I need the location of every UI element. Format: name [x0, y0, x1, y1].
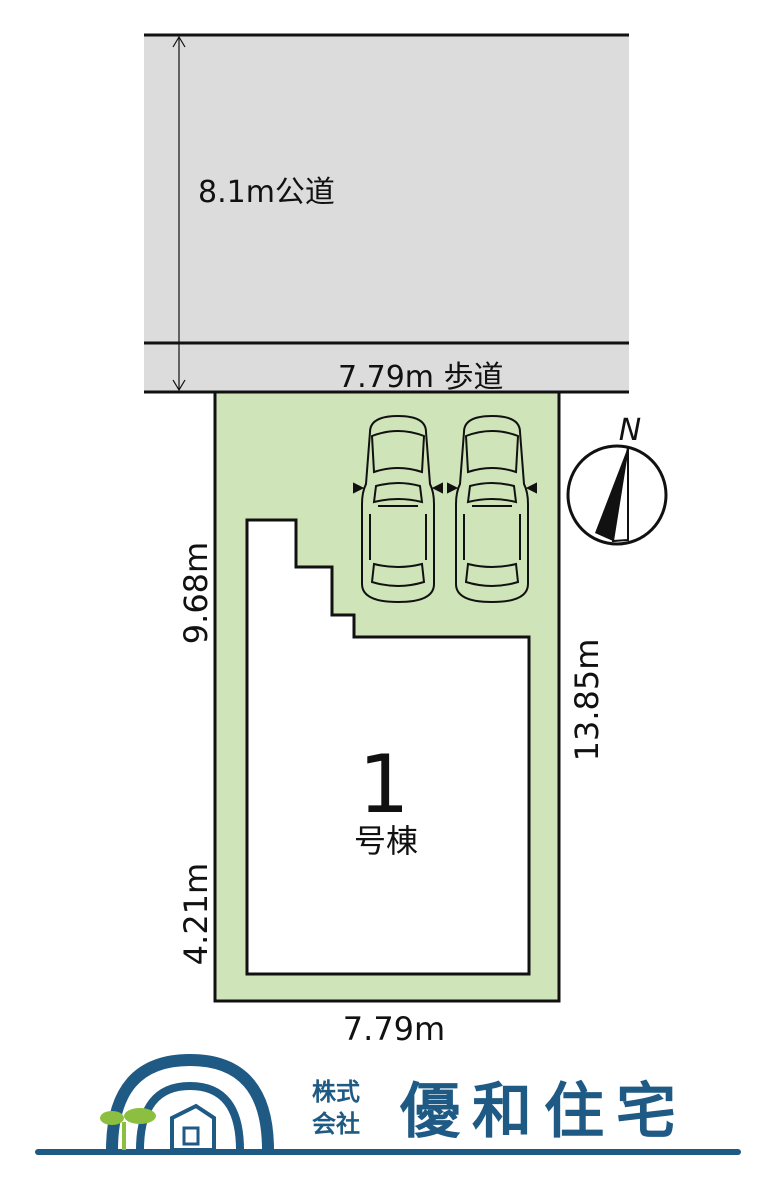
car-icon: [447, 414, 537, 604]
parking-car-right: [447, 414, 537, 604]
road-label: 8.1m公道: [198, 175, 335, 210]
road-surface: [144, 35, 629, 392]
lot: 1 号棟 9.68m 4.21m 13.85m 7.79m: [177, 390, 606, 1048]
building-label: 号棟: [354, 822, 418, 860]
compass-needle-icon: [595, 447, 628, 541]
left-lower-dimension: 4.21m: [177, 863, 215, 965]
left-upper-dimension: 9.68m: [177, 542, 215, 644]
arrow-down-icon: [172, 379, 186, 392]
company-prefix-line1: 株式: [312, 1078, 360, 1106]
house-icon: [170, 1103, 216, 1152]
company-logo: 株式 会社 優和住宅: [35, 1053, 741, 1155]
company-name: 優和住宅: [399, 1077, 688, 1147]
bottom-dimension: 7.79m: [343, 1010, 445, 1048]
parking-car-left: [353, 414, 443, 604]
company-prefix-line2: 会社: [312, 1110, 360, 1138]
north-compass: N: [566, 413, 668, 546]
sprout-icon: [100, 1108, 156, 1150]
building-footprint: [245, 518, 531, 976]
sidewalk-label: 7.79m 歩道: [338, 360, 504, 395]
right-dimension: 13.85m: [568, 639, 606, 762]
car-icon: [353, 414, 443, 604]
logo-arc-outer: [106, 1053, 274, 1151]
public-road: 8.1m公道 7.79m 歩道: [144, 33, 629, 395]
compass-north-label: N: [619, 413, 641, 448]
arrow-up-icon: [172, 35, 186, 48]
building-number: 1: [359, 738, 410, 831]
